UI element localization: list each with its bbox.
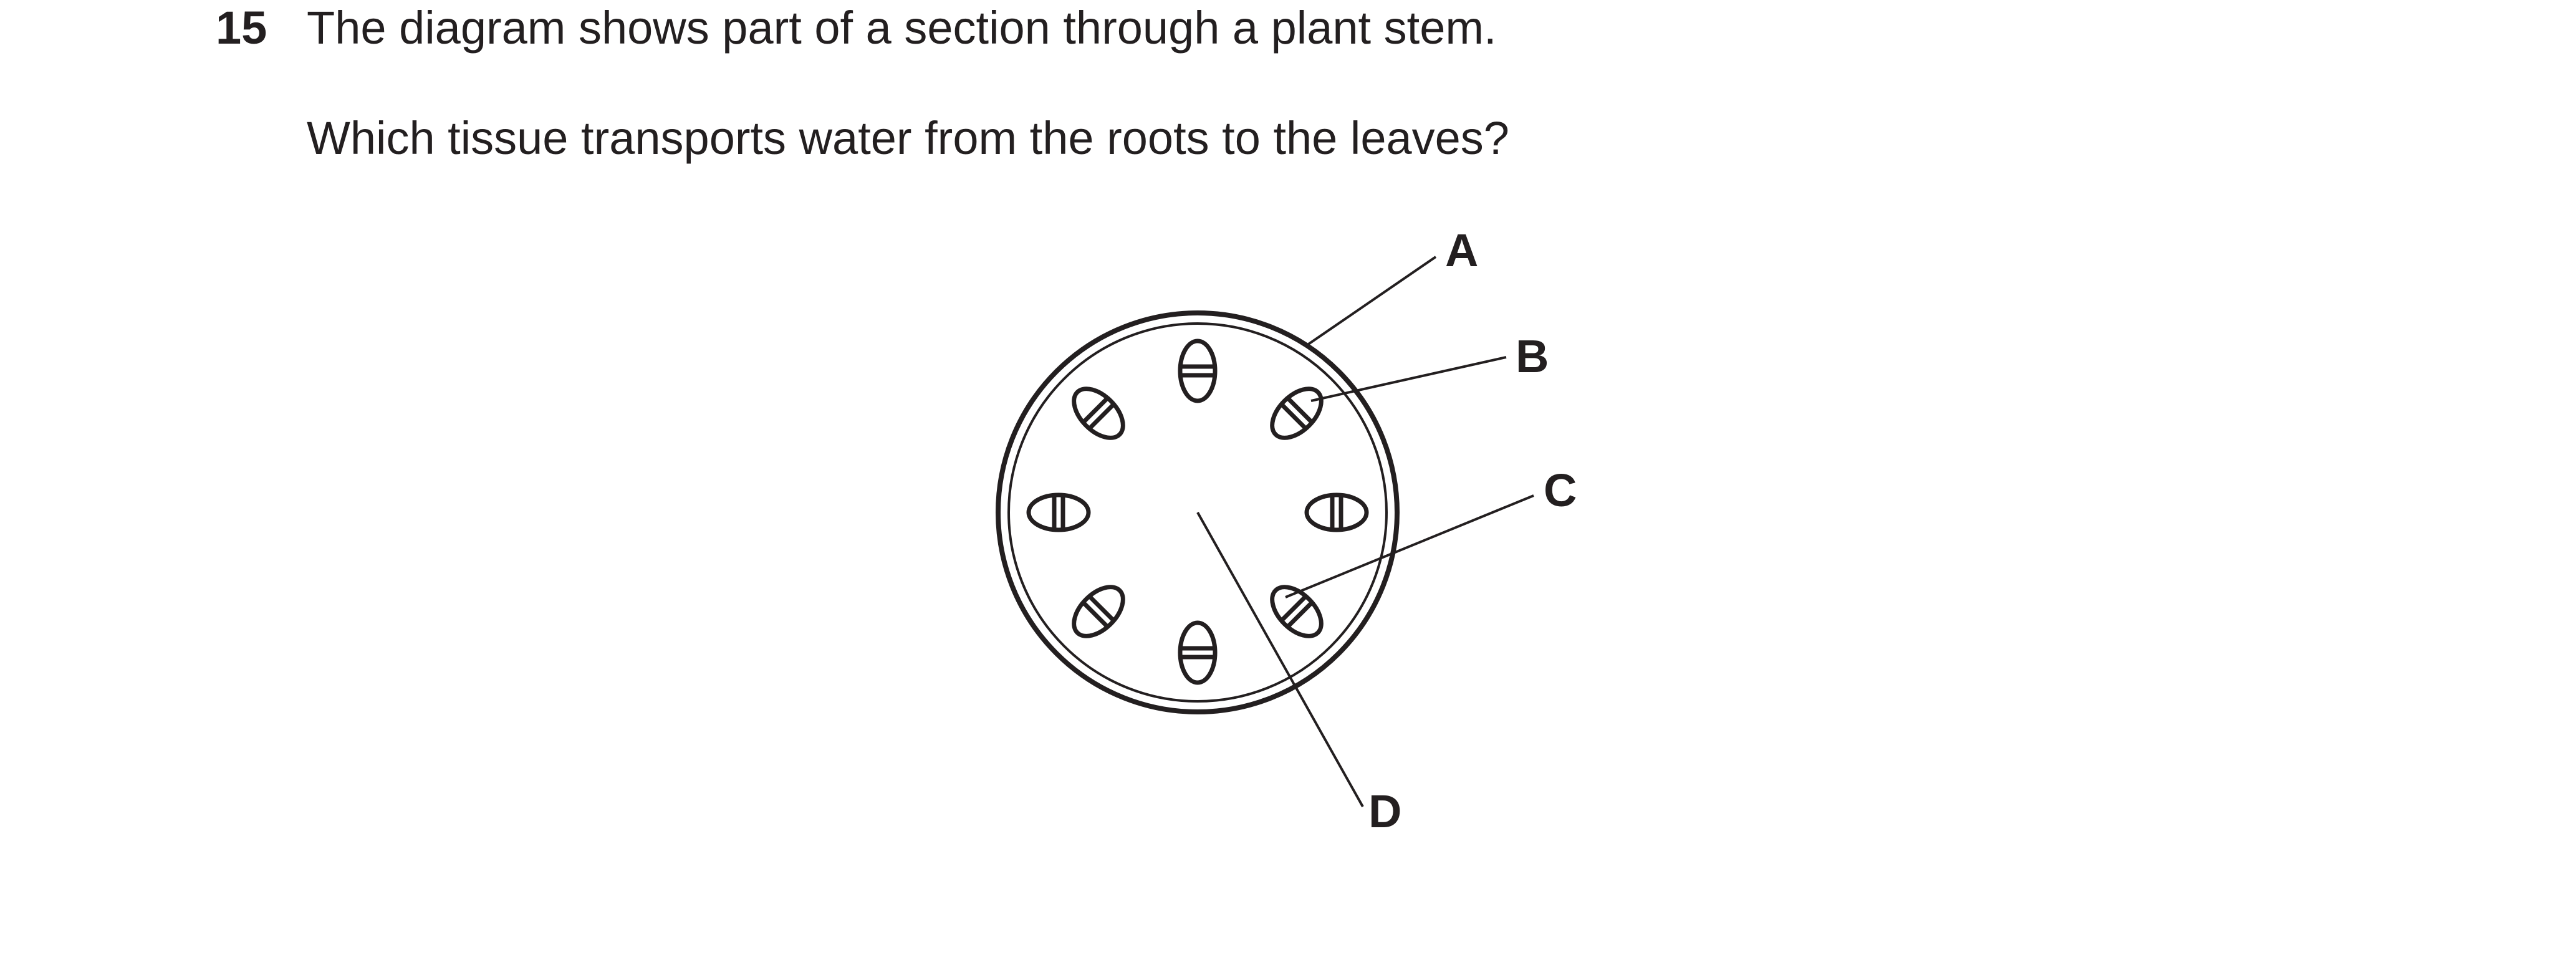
- vascular-bundle-right: [1304, 492, 1369, 532]
- leader-lines: [1196, 256, 1534, 807]
- vascular-bundle-bottom-left: [1072, 585, 1125, 638]
- vascular-bundle-top-right: [1270, 386, 1324, 440]
- leader-line-b: [1310, 356, 1507, 402]
- vascular-bundle-top: [1178, 338, 1218, 403]
- question-stem-line-2: Which tissue transports water from the r…: [307, 112, 1509, 164]
- vascular-bundle-top-left: [1072, 386, 1125, 440]
- vascular-bundles: [1026, 338, 1369, 685]
- leader-line-d: [1196, 512, 1364, 807]
- leader-line-a: [1304, 256, 1437, 348]
- stem-outline: [996, 310, 1400, 714]
- label-b: B: [1516, 330, 1549, 382]
- question-number: 15: [216, 2, 267, 54]
- leader-line-c: [1285, 494, 1534, 598]
- question-stem-line-1: The diagram shows part of a section thro…: [307, 2, 1497, 54]
- label-a: A: [1445, 224, 1478, 276]
- diagram-labels: A B C D: [1368, 224, 1577, 837]
- vascular-bundle-bottom: [1178, 620, 1218, 685]
- vascular-bundle-bottom-right: [1270, 585, 1324, 638]
- label-d: D: [1368, 785, 1401, 837]
- label-c: C: [1544, 464, 1577, 516]
- vascular-bundle-left: [1026, 492, 1091, 532]
- stem-cortex-boundary: [1007, 322, 1388, 703]
- stem-epidermis: [996, 310, 1400, 714]
